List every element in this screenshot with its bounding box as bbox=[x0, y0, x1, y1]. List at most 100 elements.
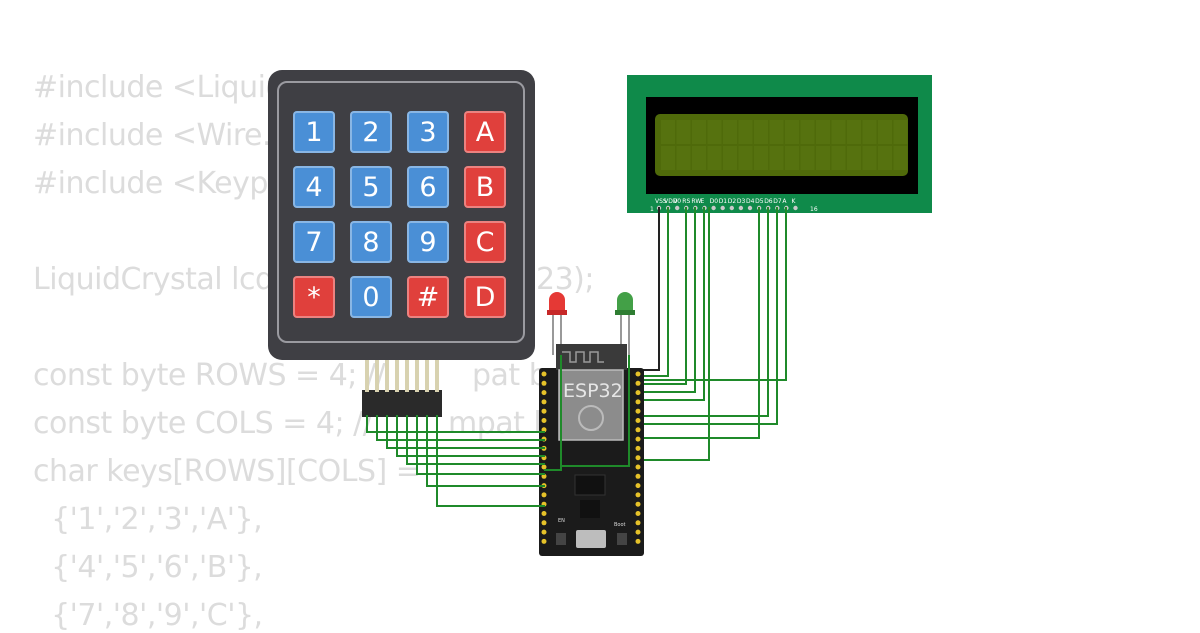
key-4[interactable]: 4 bbox=[293, 166, 335, 208]
lcd-pin[interactable] bbox=[711, 205, 716, 211]
esp32-pin[interactable] bbox=[541, 511, 547, 516]
esp32-pin[interactable] bbox=[635, 473, 641, 479]
esp32-pin-headers bbox=[541, 371, 641, 544]
esp32-pin[interactable] bbox=[635, 520, 641, 526]
wire bbox=[640, 207, 705, 401]
lcd-cell bbox=[847, 146, 861, 170]
key-9[interactable]: 9 bbox=[407, 221, 449, 263]
wire bbox=[366, 415, 545, 433]
esp32-pin[interactable] bbox=[635, 427, 641, 433]
lcd-cell bbox=[800, 146, 815, 170]
esp32-pin[interactable] bbox=[541, 371, 547, 377]
esp32-pin[interactable] bbox=[541, 473, 547, 479]
esp32-pin[interactable] bbox=[635, 371, 641, 377]
lcd-cell bbox=[816, 120, 830, 144]
code-line-8: const byte COLS = 4; // bbox=[33, 406, 373, 441]
wire bbox=[640, 207, 769, 417]
esp32-pin[interactable] bbox=[635, 529, 641, 535]
esp32-pin[interactable] bbox=[541, 408, 547, 414]
boot-label: Boot bbox=[614, 522, 626, 528]
esp32-pin[interactable] bbox=[541, 538, 547, 544]
esp32-pin[interactable] bbox=[635, 511, 641, 516]
key-2[interactable]: 2 bbox=[350, 111, 392, 153]
lcd-pin-label: RS bbox=[682, 198, 690, 205]
key-B[interactable]: B bbox=[464, 166, 506, 208]
key-7[interactable]: 7 bbox=[293, 221, 335, 263]
wire bbox=[560, 355, 630, 467]
key-1[interactable]: 1 bbox=[293, 111, 335, 153]
key-3[interactable]: 3 bbox=[407, 111, 449, 153]
esp32-pin[interactable] bbox=[635, 418, 641, 423]
esp32-pin[interactable] bbox=[635, 380, 641, 386]
wire bbox=[406, 415, 545, 465]
lcd-pin-label: D3 bbox=[737, 198, 746, 205]
esp32-pin[interactable] bbox=[541, 492, 547, 498]
esp32-pin[interactable] bbox=[541, 380, 547, 386]
lcd-pin-label: D5 bbox=[755, 198, 764, 205]
wire bbox=[640, 207, 787, 381]
esp32-pin[interactable] bbox=[635, 483, 641, 489]
lcd-pin-label: VSS bbox=[655, 198, 667, 205]
lcd-pin[interactable] bbox=[793, 205, 798, 211]
esp32-pin[interactable] bbox=[635, 436, 641, 442]
lcd-pin[interactable] bbox=[675, 205, 680, 211]
wire bbox=[386, 415, 545, 449]
code-line-9: char keys[ROWS][COLS] = bbox=[33, 454, 421, 489]
esp32-board[interactable]: Boot EN bbox=[539, 344, 644, 556]
lcd-cell bbox=[847, 120, 861, 144]
esp32-pin[interactable] bbox=[541, 390, 547, 396]
esp32-pin[interactable] bbox=[541, 520, 547, 526]
wire bbox=[416, 415, 545, 475]
esp32-pin[interactable] bbox=[541, 418, 547, 423]
code-line-1: #include <Liquid bbox=[33, 70, 284, 105]
esp32-pin[interactable] bbox=[635, 464, 641, 470]
lcd-pin[interactable] bbox=[738, 205, 744, 211]
esp32-pin[interactable] bbox=[635, 501, 641, 507]
key-A[interactable]: A bbox=[464, 111, 506, 153]
lcd-pin-label: E bbox=[701, 198, 705, 205]
lcd-cell bbox=[676, 120, 691, 144]
lcd-pin-label: A bbox=[782, 198, 787, 205]
lcd-pin[interactable] bbox=[729, 205, 734, 211]
wire bbox=[640, 207, 778, 425]
wire bbox=[640, 207, 696, 393]
lcd-cell bbox=[831, 120, 846, 144]
key-C[interactable]: C bbox=[464, 221, 506, 263]
code-line-2: #include <Wire. bbox=[33, 118, 272, 153]
esp32-pin[interactable] bbox=[541, 529, 547, 535]
key-D[interactable]: D bbox=[464, 276, 506, 318]
esp32-pin[interactable] bbox=[635, 399, 641, 405]
lcd-cell bbox=[878, 146, 892, 170]
lcd-cell bbox=[754, 146, 768, 170]
esp32-pin[interactable] bbox=[635, 538, 641, 544]
esp32-pin[interactable] bbox=[541, 399, 547, 405]
red-led[interactable] bbox=[547, 292, 567, 355]
lcd-cell bbox=[862, 120, 877, 144]
key-5[interactable]: 5 bbox=[350, 166, 392, 208]
esp32-pin[interactable] bbox=[635, 445, 641, 451]
wire bbox=[396, 415, 545, 457]
keypad-connector bbox=[362, 360, 442, 417]
esp32-pin[interactable] bbox=[541, 464, 547, 470]
lcd-pin-label: RW bbox=[691, 198, 701, 205]
esp32-pin[interactable] bbox=[635, 390, 641, 396]
key-0[interactable]: 0 bbox=[350, 276, 392, 318]
lcd-cell bbox=[723, 120, 737, 144]
key-6[interactable]: 6 bbox=[407, 166, 449, 208]
esp32-pin[interactable] bbox=[635, 455, 641, 461]
lcd-pin[interactable] bbox=[720, 205, 725, 211]
key-*[interactable]: * bbox=[293, 276, 335, 318]
keypad-connector-pin bbox=[435, 360, 439, 392]
key-#[interactable]: # bbox=[407, 276, 449, 318]
lcd-cell bbox=[738, 146, 753, 170]
lcd-pin[interactable] bbox=[747, 205, 753, 211]
esp32-pin[interactable] bbox=[635, 408, 641, 414]
keypad-frame bbox=[277, 81, 525, 343]
led-wires bbox=[544, 355, 630, 471]
key-8[interactable]: 8 bbox=[350, 221, 392, 263]
esp32-pin[interactable] bbox=[635, 492, 641, 498]
